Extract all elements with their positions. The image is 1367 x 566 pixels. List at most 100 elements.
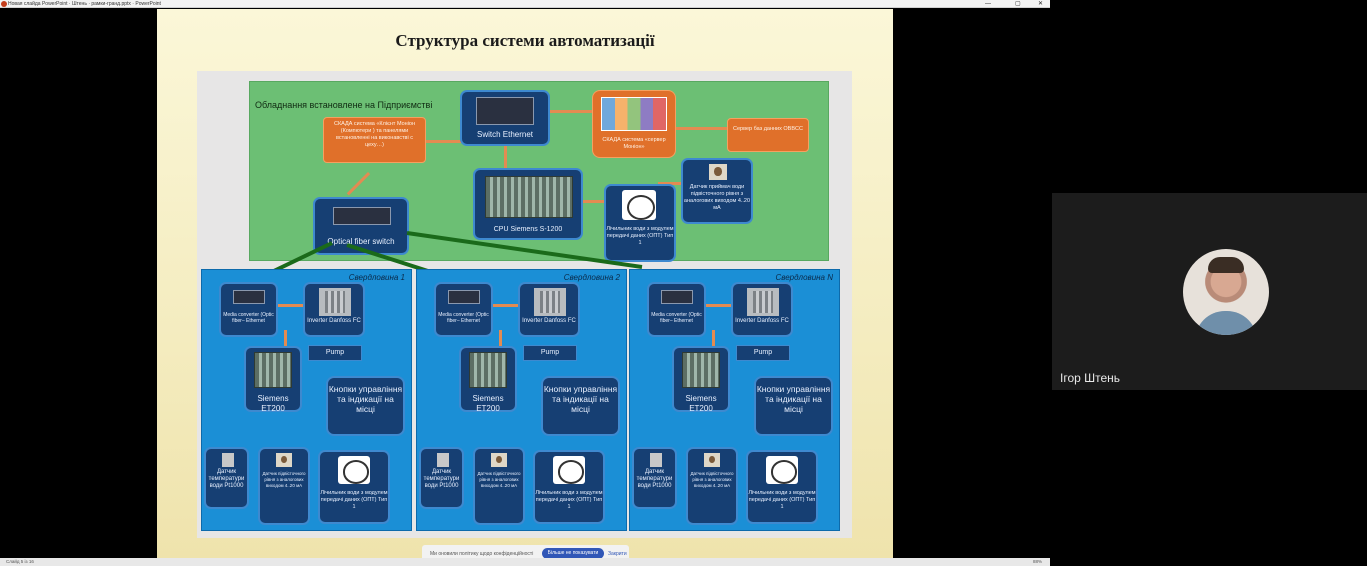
connector-line [284,330,287,348]
plant-area-label: Обладнання встановлене на Підприємстві [255,100,433,110]
media-converter-icon [448,290,480,304]
flow-meter-box: Лічильник води з модулем передачі даних … [533,450,605,524]
network-switch-icon [476,97,534,125]
inverter-label: Inverter Danfoss FC [735,318,789,324]
et200-label: Siemens ET200 [257,394,289,413]
io-module-icon [254,352,292,388]
inverter-box: Inverter Danfoss FC [518,282,580,337]
scada-client-box: СКАДА система «Клієнт Моніон (Компютери … [323,117,426,163]
switch-ethernet-label: Switch Ethernet [476,130,534,139]
level-sensor-box: Датчик підвісточного рівня з аналогових … [258,447,310,525]
dont-show-again-button[interactable]: Більше не показувати [542,548,604,559]
workshop-label: Свердловина N [775,273,833,282]
powerpoint-title-bar: Новая слайда PowerPoint · Штень · рамки-… [0,0,1050,8]
database-server-box: Сервер баз данних OBBCC [727,118,809,152]
inverter-box: Inverter Danfoss FC [303,282,365,337]
switch-ethernet: Switch Ethernet [460,90,550,146]
sensor-icon [276,453,292,467]
flow-meter-box: Лічильник води з модулем передачі даних … [746,450,818,524]
temp-sensor-label: Датчик температури води Pt1000 [423,469,460,489]
slide-counter: Слайд 5 із 16 [6,559,34,564]
media-converter-label: Media converter (Optic fiber– Ethernet [651,312,702,324]
media-converter-label: Media converter (Optic fiber– Ethernet [223,312,274,324]
et200-box: Siemens ET200 [459,346,517,413]
io-module-icon [682,352,720,388]
connector-line [712,330,715,348]
pump-box: Pump [308,345,362,361]
workshop-2: Свердловина 2 Media converter (Optic fib… [416,269,627,531]
minimize-icon[interactable]: — [985,1,991,7]
privacy-notice: Ми оновили політику щодо конфіденційност… [422,545,629,562]
scada-server-box: СКАДА система «сервер Моніон» [592,90,676,158]
close-icon[interactable]: ✕ [1038,1,1044,7]
level-sensor-box: Датчик підвісточного рівня з аналогових … [686,447,738,525]
et200-box: Siemens ET200 [244,346,302,413]
flow-meter-label: Лічильник води з модулем передачі даних … [748,490,816,510]
temp-sensor-label: Датчик температури води Pt1000 [208,469,245,489]
connector-line [546,110,592,113]
connector-line [504,146,507,172]
participant-video-tile[interactable]: Ігор Штень [1052,193,1367,390]
flow-meter-icon [338,456,370,484]
inverter-box: Inverter Danfoss FC [731,282,793,337]
participant-avatar [1183,249,1269,335]
flow-meter-box: Лічильник води з модулем передачі даних … [318,450,390,524]
thermometer-icon [437,453,449,467]
level-sensor-label: Датчик підвісточного рівня з аналогових … [477,471,521,488]
inverter-icon [534,288,566,316]
window-title: Новая слайда PowerPoint · Штень · рамки-… [8,1,161,7]
plc-box: CPU Siemens S-1200 [473,168,583,240]
slide-canvas[interactable]: Структура системи автоматизації Обладнан… [157,9,893,558]
optical-switch-label: Optical fiber switch [327,237,395,246]
media-converter-icon [233,290,265,304]
local-controls-box: Кнопки управління та індикації на місці [541,376,620,436]
local-controls-box: Кнопки управління та індикації на місці [754,376,833,436]
connector-line [582,200,604,203]
flow-meter-label: Лічильник води з модулем передачі даних … [320,490,388,510]
media-converter-box: Media converter (Optic fiber– Ethernet [434,282,493,337]
media-converter-box: Media converter (Optic fiber– Ethernet [219,282,278,337]
level-sensor-label: Датчик підвісточного рівня з аналогових … [262,471,306,488]
connector-line [675,127,727,130]
et200-label: Siemens ET200 [685,394,717,413]
flow-meter-label: Лічильник води з модулем передачі даних … [535,490,603,510]
scada-screen-icon [601,97,667,131]
temp-sensor-box: Датчик температури води Pt1000 [632,447,677,509]
et200-label: Siemens ET200 [472,394,504,413]
media-converter-icon [661,290,693,304]
et200-box: Siemens ET200 [672,346,730,413]
slide-title: Структура системи автоматизації [395,31,655,50]
level-sensor-box: Датчик приймач води підвісточного рівня … [681,158,753,224]
connector-line [346,172,371,196]
avatar-body [1195,311,1257,335]
sensor-icon [704,453,720,467]
automation-diagram: Обладнання встановлене на Підприємстві S… [197,71,852,538]
workshop-label: Свердловина 2 [563,273,620,282]
avatar-hair [1208,257,1244,273]
status-bar: Слайд 5 із 16 88% [0,558,1050,566]
notice-message: Ми оновили політику щодо конфіденційност… [430,551,534,557]
pump-box: Pump [736,345,790,361]
io-module-icon [469,352,507,388]
temp-sensor-box: Датчик температури води Pt1000 [204,447,249,509]
sensor-icon [491,453,507,467]
close-notice-button[interactable]: Закрити [608,551,627,557]
workshop-1: Свердловина 1 Media converter (Optic fib… [201,269,412,531]
media-converter-box: Media converter (Optic fiber– Ethernet [647,282,706,337]
powerpoint-icon [1,1,7,7]
optical-fiber-switch: Optical fiber switch [313,197,409,255]
flow-meter-icon [553,456,585,484]
water-meter-icon [622,190,656,220]
inverter-label: Inverter Danfoss FC [307,318,361,324]
connector-line [658,182,682,185]
water-meter-box: Лічильник води з модулем передачі даних … [604,184,676,262]
zoom-level[interactable]: 88% [1032,559,1042,564]
plc-label: CPU Siemens S-1200 [493,226,563,233]
level-sensor-label: Датчик приймач води підвісточного рівня … [683,184,751,211]
temp-sensor-box: Датчик температури води Pt1000 [419,447,464,509]
maximize-icon[interactable]: ▢ [1015,1,1021,7]
participant-name: Ігор Штень [1060,371,1121,385]
thermometer-icon [222,453,234,467]
inverter-icon [747,288,779,316]
